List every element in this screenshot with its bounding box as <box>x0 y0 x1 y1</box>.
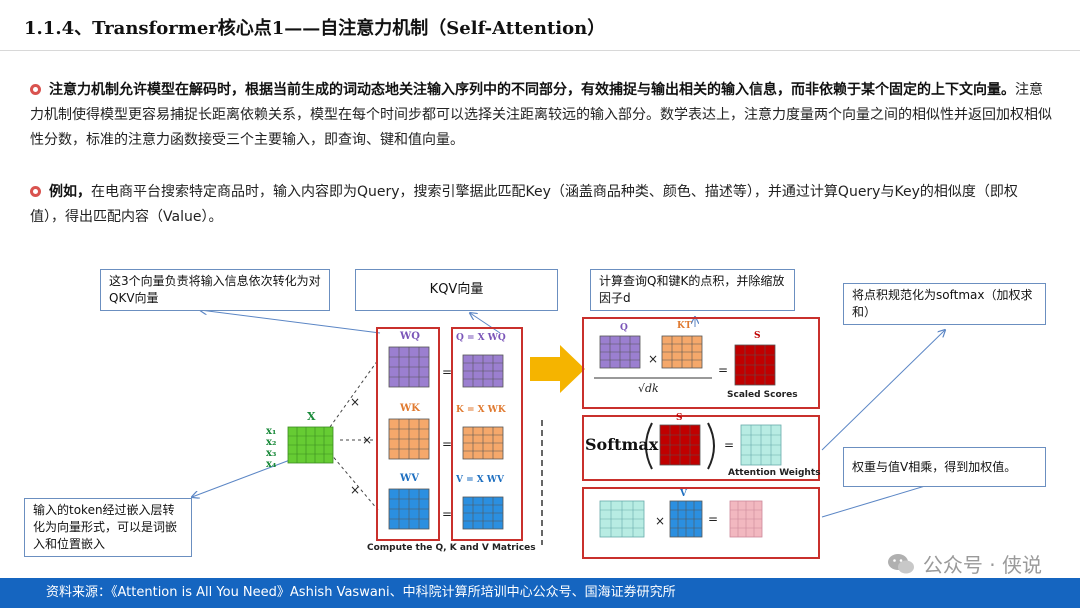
compute-caption: Compute the Q, K and V Matrices <box>367 543 536 553</box>
times-sign: × <box>655 514 666 528</box>
title-divider <box>0 50 1080 51</box>
softmax-box <box>582 415 820 481</box>
equals-sign: = <box>708 512 719 526</box>
wk-label: WK <box>400 403 420 414</box>
x-matrix <box>287 426 334 464</box>
times-sign: × <box>648 352 659 366</box>
footer-source: 资料来源：《Attention is All You Need》Ashish V… <box>0 578 1080 608</box>
wv-matrix <box>388 488 430 530</box>
output-box <box>582 487 820 559</box>
paragraph-attention: 注意力机制允许模型在解码时，根据当前生成的词动态地关注输入序列中的不同部分，有效… <box>30 78 1052 153</box>
paragraph-example-bold: 例如， <box>49 184 91 200</box>
diagram-canvas <box>0 255 1080 545</box>
note-weighted: 权重与值V相乘，得到加权值。 <box>843 447 1046 487</box>
wk-matrix <box>388 418 430 460</box>
callout-line-kqv <box>470 313 501 334</box>
attention-weights-matrix <box>740 424 782 466</box>
wq-label: WQ <box>400 331 420 342</box>
scaled-scores-box <box>582 317 820 409</box>
scaled-scores-label: Scaled Scores <box>727 390 798 400</box>
q-matrix <box>462 354 504 388</box>
q-label: Q <box>620 323 628 333</box>
watermark: 公众号 · 侠说 <box>887 549 1042 578</box>
wq-matrix <box>388 346 430 388</box>
x-row-label: x₁ <box>266 426 277 437</box>
note-embedding: 输入的token经过嵌入层转化为向量形式，可以是词嵌入和位置嵌入 <box>24 498 192 557</box>
q-equation: Q = X WQ <box>456 333 506 343</box>
times-sign: × <box>362 433 373 447</box>
callout-line-embedding <box>192 459 291 497</box>
x-row-label: x₄ <box>266 459 277 470</box>
equals-sign: = <box>442 437 453 451</box>
z-out-matrix <box>729 500 763 538</box>
flow-arrow-icon <box>530 345 585 393</box>
watermark-text: 公众号 · 侠说 <box>922 553 1042 577</box>
v-out-matrix <box>669 500 703 538</box>
sqrt-dk-label: √dk <box>638 382 659 395</box>
times-sign: × <box>350 395 361 409</box>
equals-sign: = <box>442 507 453 521</box>
paragraph-attention-text: 注意力机制使得模型更容易捕捉长距离依赖关系，模型在每个时间步都可以选择关注距离较… <box>30 82 1052 148</box>
note-dot-product: 计算查询Q和键K的点积，并除缩放因子d <box>590 269 795 311</box>
attention-weights-label: Attention Weights <box>728 468 821 478</box>
connector-x-wq <box>329 359 379 428</box>
wv-label: WV <box>400 473 419 484</box>
equals-sign: = <box>442 365 453 379</box>
attn-out-matrix <box>599 500 645 538</box>
kt-label: KT <box>677 321 692 331</box>
self-attention-diagram: 这3个向量负责将输入信息依次转化为对QKV向量 KQV向量 计算查询Q和键K的点… <box>0 255 1080 577</box>
v-matrix <box>462 496 504 530</box>
wechat-icon <box>887 553 915 575</box>
note-kqv: KQV向量 <box>355 269 558 311</box>
x-row-label: x₃ <box>266 448 277 459</box>
note-qkv-convert: 这3个向量负责将输入信息依次转化为对QKV向量 <box>100 269 330 311</box>
weights-box <box>376 327 440 541</box>
connector-x-wv <box>329 452 379 511</box>
qkv-box <box>451 327 523 541</box>
callout-line-qkv <box>200 310 381 334</box>
kt-score-matrix <box>661 335 703 369</box>
v-equation: V = X WV <box>456 475 504 485</box>
paragraph-example-text: 在电商平台搜索特定商品时，输入内容即为Query，搜索引擎据此匹配Key（涵盖商… <box>30 184 1018 225</box>
q-score-matrix <box>599 335 641 369</box>
s-label-softmax: S <box>676 413 683 423</box>
softmax-right-paren-icon <box>707 422 715 470</box>
bullet-icon <box>30 84 41 95</box>
v-label: V <box>680 489 687 499</box>
s-score-matrix <box>734 344 776 386</box>
x-rows-labels: x₁ x₂ x₃ x₄ <box>266 426 276 470</box>
k-matrix <box>462 426 504 460</box>
equals-sign: = <box>724 438 735 452</box>
s-label: S <box>754 331 761 341</box>
paragraph-attention-bold: 注意力机制允许模型在解码时，根据当前生成的词动态地关注输入序列中的不同部分，有效… <box>49 82 1015 98</box>
k-equation: K = X WK <box>456 405 506 415</box>
x-row-label: x₂ <box>266 437 277 448</box>
note-softmax: 将点积规范化为softmax（加权求和） <box>843 283 1046 325</box>
s-softmax-matrix <box>659 424 701 466</box>
paragraph-example: 例如，在电商平台搜索特定商品时，输入内容即为Query，搜索引擎据此匹配Key（… <box>30 180 1052 230</box>
softmax-label: Softmax <box>585 435 659 454</box>
softmax-left-paren-icon <box>645 422 653 470</box>
equals-sign: = <box>718 363 729 377</box>
page-title: 1.1.4、Transformer核心点1——自注意力机制（Self-Atten… <box>24 18 606 39</box>
times-sign: × <box>350 483 361 497</box>
bullet-icon <box>30 186 41 197</box>
callout-line-softmax <box>821 330 945 451</box>
x-label: X <box>307 410 316 423</box>
